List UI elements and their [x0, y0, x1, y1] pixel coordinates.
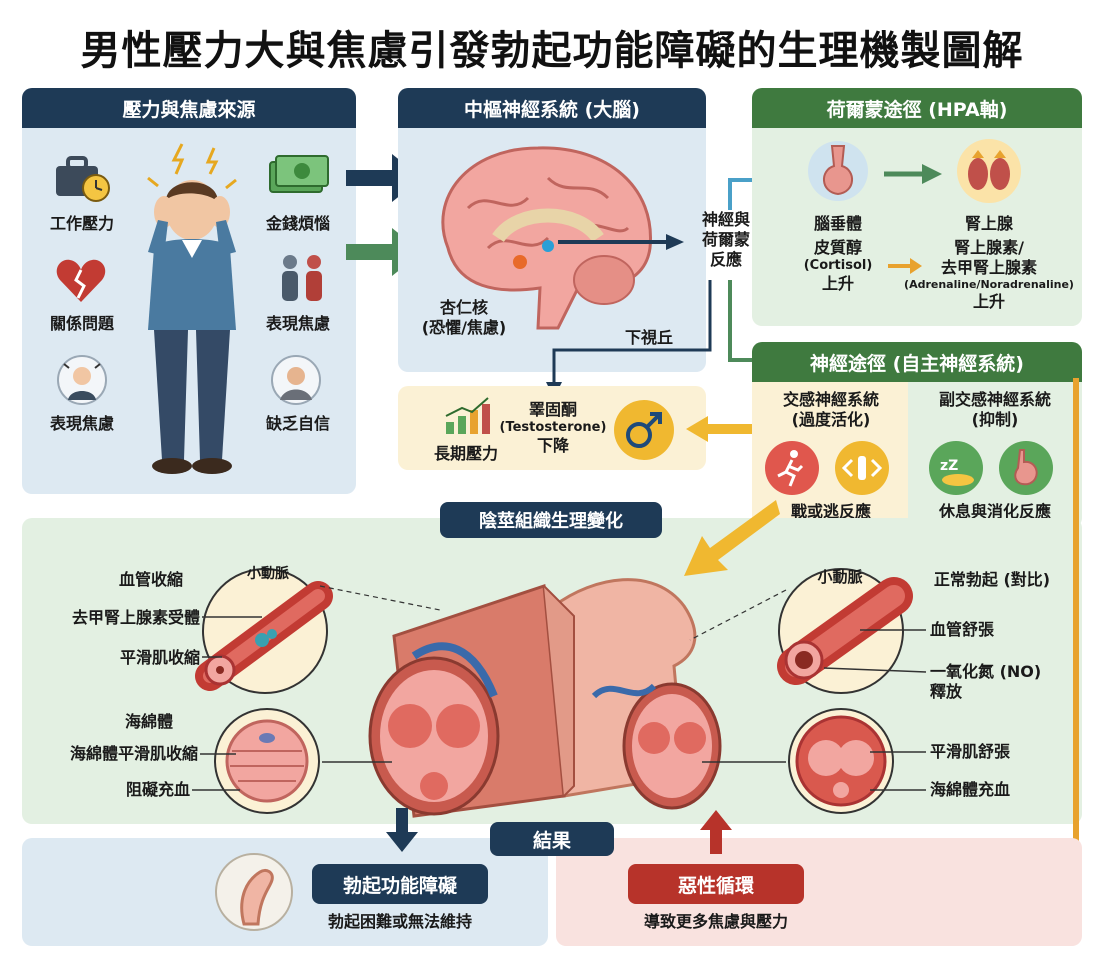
neuro-hormone-response-label: 神經與荷爾蒙反應: [701, 210, 750, 269]
smooth-muscle-constrict-label: 平滑肌收縮: [119, 648, 200, 667]
amygdala-label: 杏仁核(恐懼/焦慮): [421, 298, 507, 337]
hpa-header: 荷爾蒙途徑 (HPA軸): [752, 88, 1082, 128]
adrenal-label: 腎上腺: [964, 214, 1013, 233]
svg-text:zZ: zZ: [940, 458, 958, 474]
running-person-icon: [765, 441, 819, 495]
normal-erection-label: 正常勃起 (對比): [933, 570, 1051, 589]
arrow-nerve-to-tissue: [684, 500, 780, 576]
arrows-outward-icon: [835, 441, 889, 495]
page-title: 男性壓力大與焦慮引發勃起功能障礙的生理機製圖解: [80, 28, 1024, 74]
no-release-label: 一氧化氮 (NO)釋放: [930, 662, 1042, 701]
arrow-brain-to-response: [558, 234, 684, 250]
chart-growth-icon: [445, 397, 490, 434]
stress-item-confidence: 缺乏自信: [265, 414, 330, 433]
anxious-man-icon: [57, 355, 107, 405]
nerve-header: 神經途徑 (自主神經系統): [752, 342, 1082, 382]
vessel-constriction-title: 血管收縮: [118, 570, 183, 589]
tissue-header: 陰莖組織生理變化: [440, 502, 662, 538]
fight-or-flight-label: 戰或逃反應: [790, 502, 871, 521]
briefcase-clock-icon: [56, 156, 110, 202]
vasodilation-label: 血管舒張: [930, 620, 995, 639]
smooth-relax-label: 平滑肌舒張: [930, 742, 1011, 761]
receptor-label: 去甲腎上腺素受體: [71, 608, 200, 627]
sleep-icon: zZ: [929, 441, 983, 495]
testosterone-label: 睪固酮 (Testosterone) 下降: [499, 400, 607, 456]
kidney-icon: [957, 139, 1021, 203]
arrow-up-to-vicious: [700, 810, 732, 854]
money-icon: [269, 155, 329, 193]
left-arteriole-label: 小動脈: [247, 566, 289, 582]
ed-title: 勃起功能障礙: [312, 864, 488, 904]
broken-heart-icon: [56, 259, 106, 302]
dilated-arteriole-illustration: [777, 568, 913, 694]
sponge-smooth-constrict-label: 海綿體平滑肌收縮: [69, 744, 198, 763]
parasympathetic-label: 副交感神經系統(抑制): [938, 390, 1051, 429]
sponge-title: 海綿體: [124, 712, 173, 731]
flaccid-penis-icon: [215, 853, 293, 931]
stress-item-relationship: 關係問題: [49, 314, 114, 333]
vicious-desc: 導致更多焦慮與壓力: [643, 912, 788, 931]
sympathetic-label: 交感神經系統(過度活化): [782, 390, 879, 429]
pituitary-icon: [808, 141, 868, 201]
hpa-panel: 荷爾蒙途徑 (HPA軸): [752, 88, 1082, 326]
ed-desc: 勃起困難或無法維持: [327, 912, 472, 931]
sponge-fill-label: 海綿體充血: [930, 780, 1011, 799]
rest-digest-label: 休息與消化反應: [938, 502, 1051, 521]
stress-item-work: 工作壓力: [49, 214, 114, 233]
vicious-title: 惡性循環: [628, 864, 804, 904]
sad-man-icon: [271, 355, 321, 405]
stomach-icon: [999, 441, 1053, 495]
filled-sponge-illustration: [788, 708, 894, 814]
right-arteriole-label: 小動脈: [817, 568, 863, 586]
arrow-down-to-ed: [386, 808, 418, 852]
couple-icon: [282, 255, 322, 301]
arrow-nerve-to-testosterone: [686, 416, 752, 442]
block-blood-label: 阻礙充血: [125, 780, 190, 799]
stress-item-money: 金錢煩惱: [265, 214, 330, 233]
penis-cross-section-illustration: [368, 578, 722, 818]
constricted-sponge-illustration: [214, 708, 320, 814]
stressed-man-illustration: [147, 143, 237, 474]
chronic-stress-label: 長期壓力: [433, 444, 498, 463]
stress-item-performance-1: 表現焦慮: [265, 314, 330, 333]
male-symbol-icon: [614, 400, 674, 460]
stress-item-performance-2: 表現焦慮: [49, 414, 114, 433]
constricted-arteriole-illustration: [195, 568, 333, 694]
arrow-pituitary-to-adrenal: [884, 164, 942, 184]
stress-header: 壓力與焦慮來源: [22, 88, 356, 128]
arrow-cortisol-to-adrenaline: [888, 258, 922, 274]
brain-header: 中樞神經系統 (大腦): [398, 88, 706, 128]
pituitary-label: 腦垂體: [813, 214, 862, 233]
hypothalamus-label: 下視丘: [624, 328, 673, 347]
adrenaline-label: 腎上腺素/ 去甲腎上腺素 (Adrenaline/Noradrenaline) …: [904, 238, 1074, 311]
cortisol-label: 皮質醇 (Cortisol) 上升: [803, 238, 873, 294]
result-label: 結果: [490, 822, 614, 856]
